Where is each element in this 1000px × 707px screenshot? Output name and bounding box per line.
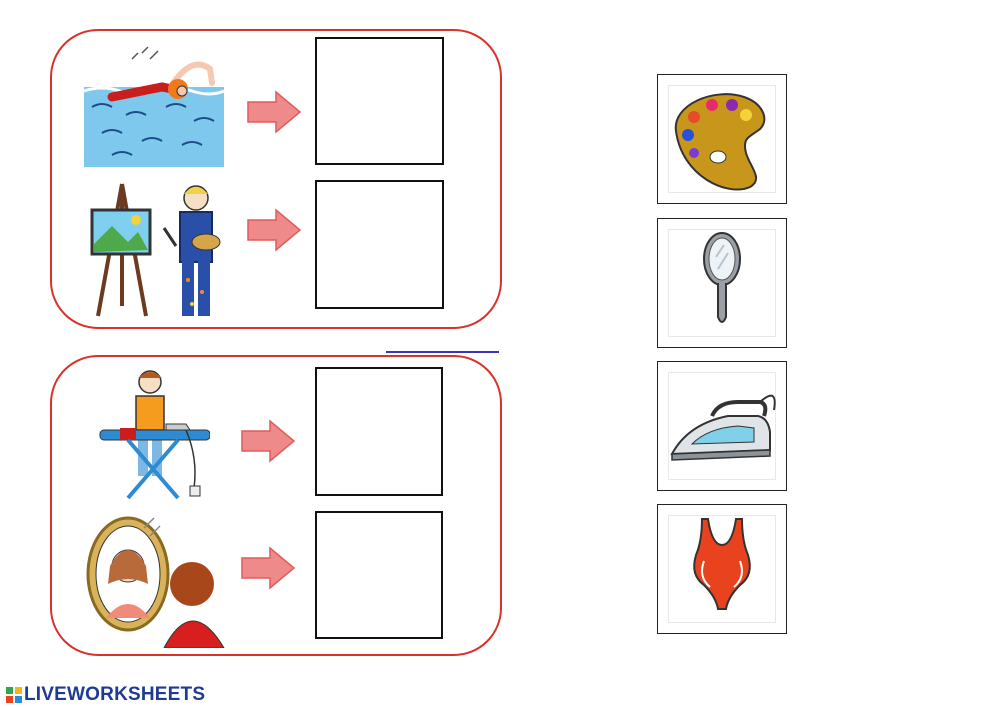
ironing-scene: [99, 370, 210, 500]
arrow-1: [247, 90, 302, 134]
drop-zone-4[interactable]: [315, 511, 443, 639]
palette-icon: [674, 93, 766, 191]
drop-zone-2[interactable]: [315, 180, 444, 309]
iron-icon: [670, 394, 776, 461]
card-hand-mirror[interactable]: [657, 218, 787, 348]
card-palette[interactable]: [657, 74, 787, 204]
card-swimsuit[interactable]: [657, 504, 787, 634]
footer-brand: LIVEWORKSHEETS: [6, 684, 205, 706]
drop-zone-3[interactable]: [315, 367, 443, 496]
swimmer-scene: [83, 46, 225, 167]
swimsuit-icon: [693, 518, 751, 610]
liveworksheets-logo-icon: [6, 687, 22, 703]
hand-mirror-icon: [703, 232, 741, 323]
mirror-scene: [86, 516, 225, 648]
underline-link[interactable]: [386, 351, 499, 353]
brand-name: LIVEWORKSHEETS: [24, 684, 206, 705]
drop-zone-1[interactable]: [315, 37, 444, 165]
arrow-4: [241, 546, 296, 590]
arrow-2: [247, 208, 302, 252]
arrow-3: [241, 419, 296, 463]
painter-scene: [90, 183, 221, 317]
card-iron[interactable]: [657, 361, 787, 491]
